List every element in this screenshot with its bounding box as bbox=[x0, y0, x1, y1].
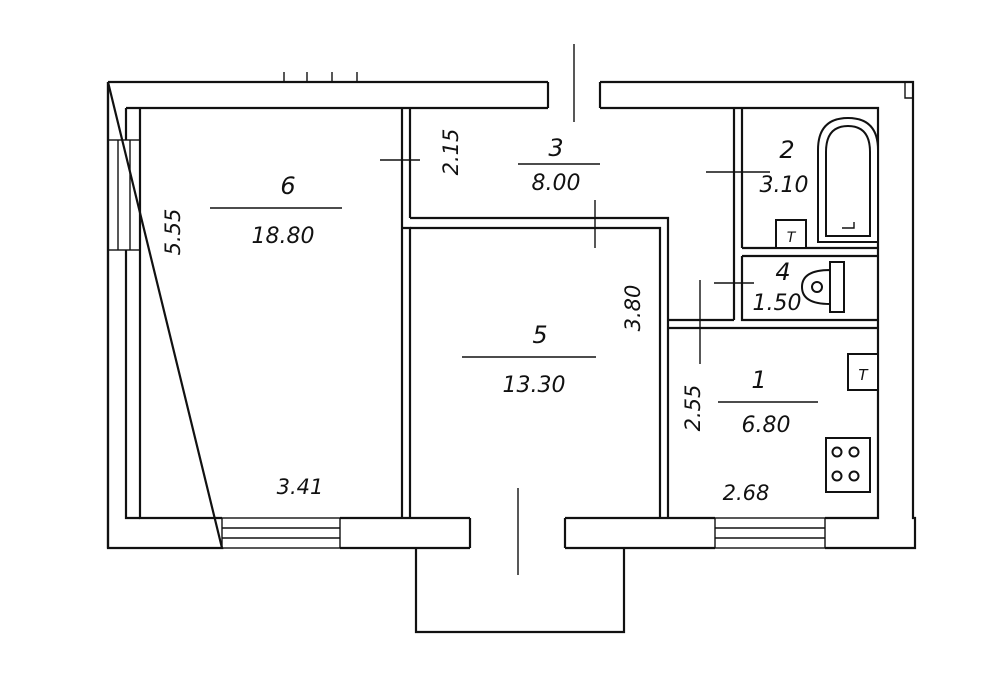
room-6-number: 6 bbox=[280, 172, 295, 200]
dim-corridor-height: 2.15 bbox=[439, 129, 463, 176]
dim-kitchen-height: 2.55 bbox=[681, 385, 705, 432]
dim-room6-width: 3.41 bbox=[277, 475, 324, 499]
window-bottom-right bbox=[714, 517, 826, 549]
room-6: 6 18.80 bbox=[210, 172, 342, 249]
bathroom-sink-label: T bbox=[787, 230, 797, 246]
entrance-door bbox=[546, 44, 602, 122]
stove-icon bbox=[825, 437, 871, 493]
room-4-area: 1.50 bbox=[753, 291, 802, 316]
room-3-number: 3 bbox=[548, 134, 563, 162]
bathroom-sink-icon: T bbox=[775, 219, 807, 249]
top-vent-marks bbox=[283, 72, 358, 82]
room-5: 5 13.30 bbox=[462, 321, 596, 398]
window-bottom-left bbox=[221, 517, 341, 549]
room-1-area: 6.80 bbox=[742, 413, 791, 438]
interior-walls bbox=[380, 108, 878, 518]
kitchen-sink-icon: T bbox=[847, 353, 879, 391]
room-3-area: 8.00 bbox=[532, 171, 581, 196]
room-2-area: 3.10 bbox=[760, 173, 809, 198]
bathtub-icon bbox=[817, 116, 879, 243]
room-4-number: 4 bbox=[775, 258, 790, 286]
window-left bbox=[107, 139, 141, 251]
toilet-icon bbox=[800, 261, 845, 313]
room-2: 2 3.10 bbox=[760, 136, 809, 198]
kitchen-sink-label: T bbox=[858, 366, 869, 384]
room-1: 1 6.80 bbox=[718, 366, 818, 438]
balcony bbox=[414, 488, 626, 634]
room-2-number: 2 bbox=[779, 136, 794, 164]
room-5-number: 5 bbox=[532, 321, 547, 349]
room-4: 4 1.50 bbox=[753, 258, 802, 316]
dim-room6-height: 5.55 bbox=[161, 209, 185, 256]
dim-room5-height: 3.80 bbox=[621, 285, 645, 332]
room-1-number: 1 bbox=[751, 366, 766, 394]
room-3: 3 8.00 bbox=[518, 134, 600, 196]
room-5-area: 13.30 bbox=[503, 373, 566, 398]
dim-kitchen-width: 2.68 bbox=[723, 481, 770, 505]
room-6-area: 18.80 bbox=[252, 224, 315, 249]
